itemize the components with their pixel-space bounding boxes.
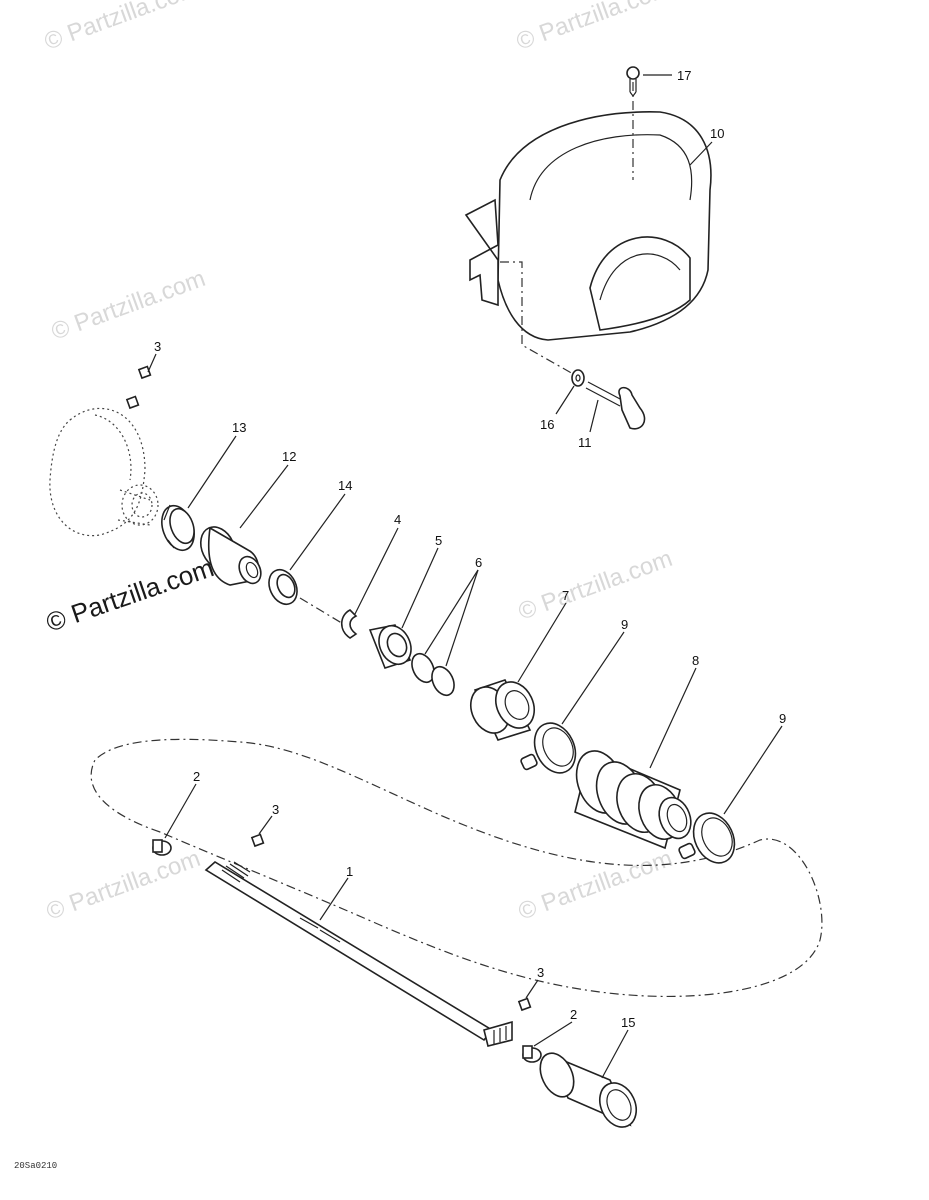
callout-7: 7: [562, 588, 569, 603]
circlip-part-4: [340, 609, 358, 639]
callout-11: 11: [578, 435, 592, 450]
callout-15: 15: [621, 1015, 635, 1030]
hose-clamp-part-9-upper: [520, 722, 577, 774]
callout-17: 17: [677, 68, 691, 83]
callout-12: 12: [282, 449, 296, 464]
assembly-outline: [90, 738, 823, 998]
callout-14: 14: [338, 478, 352, 493]
wing-bolt-part-11: [585, 381, 646, 430]
seal-carrier-part-7: [469, 679, 536, 741]
bushing-part-5: [368, 624, 412, 669]
clamp-part-13: [161, 504, 195, 552]
washer-part-16: [571, 369, 585, 387]
nut-part-3-top: [125, 365, 152, 410]
sleeve-part-12: [199, 526, 262, 586]
nut-part-3-lower: [517, 997, 532, 1012]
watermark: © Partzilla.com: [515, 545, 676, 626]
cover-part-10: [464, 82, 712, 376]
watermark: © Partzilla.com: [515, 845, 676, 926]
callout-2-lower: 2: [570, 1007, 577, 1022]
callout-10: 10: [710, 126, 724, 141]
callout-16: 16: [540, 417, 554, 432]
callout-3-top: 3: [154, 339, 161, 354]
screw-part-17: [626, 66, 640, 97]
callout-9-upper: 9: [621, 617, 628, 632]
o-rings-part-6: [411, 652, 455, 697]
watermark: © Partzilla.com: [48, 265, 209, 346]
ring-part-14: [268, 568, 298, 606]
callout-4: 4: [394, 512, 401, 527]
figure-code: 20Sa0210: [14, 1161, 57, 1171]
nut-part-3-mid: [250, 833, 265, 848]
housing-outline: [49, 407, 159, 537]
callout-9-lower: 9: [779, 711, 786, 726]
callout-3-lower: 3: [537, 965, 544, 980]
callout-2-upper: 2: [193, 769, 200, 784]
callout-leaders: [147, 74, 783, 1079]
callout-1: 1: [346, 864, 353, 879]
watermark: © Partzilla.com: [43, 845, 204, 926]
centre-axis: [299, 597, 346, 626]
partzilla-watermark: © Partzilla.com: [42, 552, 217, 637]
bellows-part-8: [574, 750, 692, 850]
plug-part-2-upper: [152, 839, 172, 856]
callout-6: 6: [475, 555, 482, 570]
watermark: © Partzilla.com: [41, 0, 202, 56]
callout-8: 8: [692, 653, 699, 668]
callout-5: 5: [435, 533, 442, 548]
callout-13: 13: [232, 420, 246, 435]
callout-labels: 17 10 16 11 3 13 12 14 4 5 6 7 9 8 9 2 3…: [154, 68, 786, 1030]
watermark: © Partzilla.com: [513, 0, 674, 56]
hose-clamp-part-9-lower: [678, 812, 736, 864]
sleeve-part-15: [539, 1052, 638, 1128]
drive-shaft-part-1: [204, 861, 513, 1047]
plug-part-2-lower: [522, 1045, 542, 1063]
callout-3-mid: 3: [272, 802, 279, 817]
